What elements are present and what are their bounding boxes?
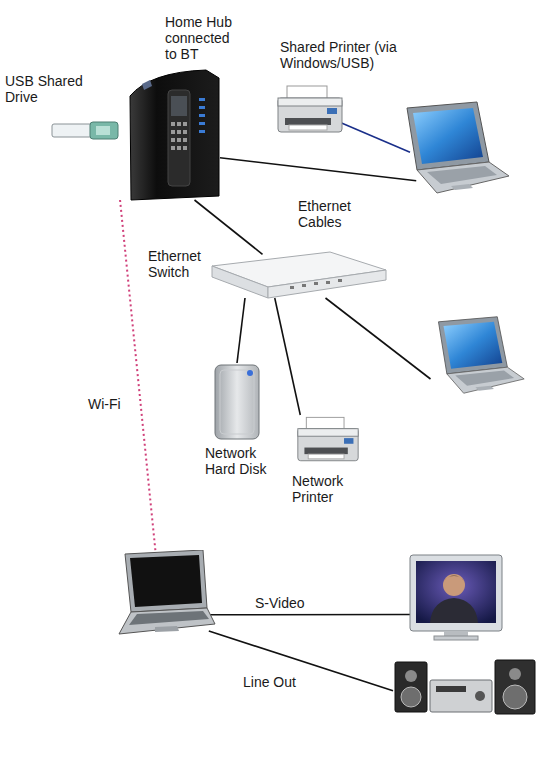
connection-label: S-Video <box>255 595 325 611</box>
network-cable <box>275 298 301 415</box>
ethernet-switch-illustration-part <box>314 282 318 285</box>
network-printer-illustration-part <box>298 417 358 460</box>
ethernet-switch-illustration-part <box>338 279 342 282</box>
hub-device: Home Hub connected to BT <box>118 72 220 200</box>
home-hub-illustration-part <box>171 96 187 116</box>
network-cable <box>220 158 416 181</box>
speakers-illustration-part <box>503 685 527 709</box>
monitor-illustration-part <box>443 574 465 596</box>
network-cable <box>237 298 245 363</box>
network-cable <box>195 200 263 254</box>
home-hub-illustration-part <box>177 138 181 142</box>
home-hub-illustration-part <box>199 114 205 117</box>
device-label: Ethernet Switch <box>148 248 208 280</box>
usb-drive-illustration-part <box>96 126 110 135</box>
cable-note: Ethernet Cables <box>298 198 368 230</box>
monitor-illustration <box>410 555 502 640</box>
laptop-device <box>420 315 525 395</box>
home-hub-illustration-part <box>199 106 205 109</box>
usb-drive-illustration-part <box>90 122 118 139</box>
home-hub-illustration-part <box>171 146 175 150</box>
speakers-illustration-part <box>430 680 492 712</box>
device-label: Home Hub connected to BT <box>165 14 245 62</box>
laptop-illustration-part <box>407 102 509 193</box>
network-cable <box>209 631 393 691</box>
speakers-illustration-part <box>401 687 421 707</box>
speakers-illustration-part <box>509 668 521 680</box>
network-cable <box>205 614 410 616</box>
shared-printer-illustration <box>278 86 342 132</box>
usb-drive-illustration-part <box>52 124 92 137</box>
hard-disk-device: Network Hard Disk <box>213 363 263 441</box>
switch-device: Ethernet Switch <box>210 252 385 298</box>
ethernet-switch-illustration-part <box>268 270 386 298</box>
monitor-illustration-part <box>410 555 502 631</box>
monitor-illustration-part <box>416 561 496 623</box>
home-hub-illustration-part <box>183 122 187 126</box>
connection-label: Wi-Fi <box>88 396 138 412</box>
home-hub-illustration-part <box>177 146 181 150</box>
monitor-illustration-part <box>444 576 464 582</box>
device-label: USB Shared Drive <box>5 73 90 105</box>
laptop-illustration <box>407 102 509 193</box>
network-cable <box>335 120 411 152</box>
laptop-illustration-part <box>119 550 215 634</box>
home-hub-illustration-part <box>199 130 205 133</box>
home-hub-illustration-part <box>183 138 187 142</box>
ethernet-switch-illustration-part <box>326 281 330 284</box>
laptop-illustration <box>119 550 215 634</box>
home-hub-illustration-part <box>199 98 205 101</box>
speakers-illustration <box>395 660 535 714</box>
monitor-illustration-part <box>434 636 478 640</box>
hard-disk-illustration-part <box>247 370 253 376</box>
laptop-illustration <box>438 317 524 393</box>
home-hub-illustration-part <box>142 80 152 90</box>
home-hub-illustration-part <box>183 130 187 134</box>
home-hub-illustration-part <box>168 90 190 186</box>
home-hub-illustration-part <box>130 70 219 200</box>
ethernet-switch-illustration-part <box>212 266 268 298</box>
shared-printer-illustration-part <box>278 86 342 132</box>
ethernet-switch-illustration-part <box>302 284 306 287</box>
home-hub-illustration-part <box>177 130 181 134</box>
device-label: Network Printer <box>292 473 358 505</box>
printer-device: Network Printer <box>295 415 361 465</box>
speakers-illustration-part <box>395 662 427 712</box>
speakers-illustration-part <box>475 691 485 701</box>
home-hub-illustration <box>130 70 219 200</box>
speakers-device <box>393 660 538 716</box>
usb-drive-illustration <box>52 122 118 139</box>
home-hub-illustration-part <box>171 130 175 134</box>
speakers-illustration-part <box>436 686 466 692</box>
laptop-illustration-part <box>438 317 524 393</box>
connection-label: Line Out <box>243 674 313 690</box>
home-hub-illustration-part <box>177 122 181 126</box>
ethernet-switch-illustration-part <box>290 286 294 289</box>
laptop-device <box>385 100 510 195</box>
home-hub-illustration-part <box>183 146 187 150</box>
device-label: Shared Printer (via Windows/USB) <box>280 39 410 71</box>
home-hub-illustration-part <box>171 138 175 142</box>
laptop-device <box>115 550 217 640</box>
hard-disk-illustration-part <box>220 370 254 434</box>
monitor-device <box>410 555 502 640</box>
monitor-illustration-part <box>430 598 478 623</box>
network-cable <box>326 298 431 379</box>
home-hub-illustration-part <box>171 122 175 126</box>
network-printer-illustration <box>298 417 358 460</box>
ethernet-switch-illustration <box>212 252 386 298</box>
home-hub-illustration-part <box>199 122 205 125</box>
usb-drive-device: USB Shared Drive <box>52 120 118 140</box>
printer-device: Shared Printer (via Windows/USB) <box>275 85 345 135</box>
device-label: Network Hard Disk <box>205 445 277 477</box>
monitor-illustration-part <box>444 631 468 636</box>
hard-disk-illustration <box>215 365 259 439</box>
speakers-illustration-part <box>405 670 417 682</box>
speakers-illustration-part <box>495 660 535 714</box>
hard-disk-illustration-part <box>215 365 259 439</box>
